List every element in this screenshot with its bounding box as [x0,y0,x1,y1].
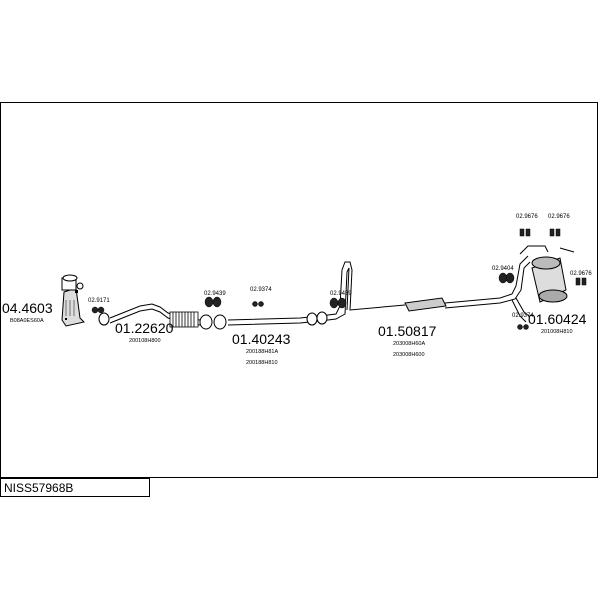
accessory-code-2: 02.9439 [204,291,226,297]
catalytic-converter [61,274,85,327]
oem-code-4b: 203008H600 [393,352,425,358]
small-clip-icon [65,290,78,320]
part-number-1: 04.4603 [2,300,53,316]
pipe-connectors [98,311,328,330]
oem-code-4a: 203008H60A [393,341,425,347]
middle-silencer [404,297,447,312]
part-number-5: 01.60424 [528,311,587,327]
oem-code-2a: 200108H800 [129,338,161,344]
rubber-hanger-icon [519,228,587,286]
accessory-code-9: 02.9676 [570,271,592,277]
flex-pipe [169,311,199,328]
oem-code-1a: B08A0ES60A [10,318,44,324]
accessory-code-6: 02.9374 [512,313,534,319]
clamp-icon [91,272,529,330]
oem-code-5a: 201008H810 [541,329,573,335]
part-number-3: 01.40243 [232,331,291,347]
part-number-4: 01.50817 [378,323,437,339]
accessory-code-1: 02.9171 [88,298,110,304]
accessory-code-4: 02.9439 [330,291,352,297]
accessory-code-5: 02.9404 [492,266,514,272]
reference-code: NISS57968B [4,481,74,495]
part-number-2: 01.22620 [115,320,174,336]
diagram-frame [0,102,598,478]
accessory-code-7: 02.9676 [516,214,538,220]
reference-box: NISS57968B [0,478,150,497]
oem-code-3b: 200188H810 [246,360,278,366]
rear-silencer [519,245,575,303]
oem-code-3a: 200188H81A [246,349,278,355]
accessory-code-3: 02.9374 [250,287,272,293]
accessory-code-8: 02.9676 [548,214,570,220]
